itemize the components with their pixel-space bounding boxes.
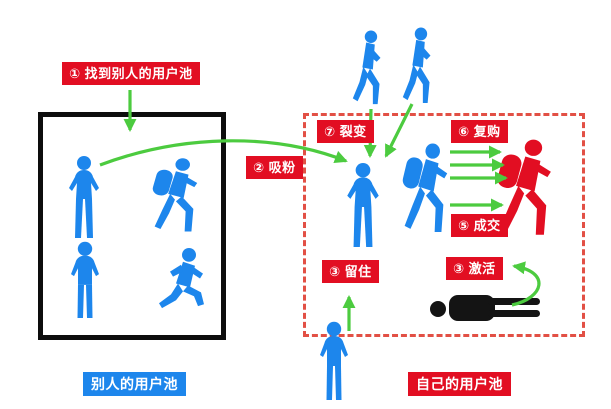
- label-step7-fission: ⑦ 裂变: [317, 120, 374, 143]
- walking-woman-figure: [399, 27, 441, 106]
- standing-woman-figure: [64, 155, 104, 239]
- label-step5-deal: ⑤ 成交: [451, 214, 508, 237]
- standing-man-figure: [66, 241, 104, 319]
- others-user-pool-box: [38, 112, 226, 340]
- runner-figure: [150, 247, 206, 318]
- label-others-pool: 别人的用户池: [83, 372, 186, 396]
- walking-woman-figure: [349, 30, 391, 107]
- label-step1-find-pool: ① 找到别人的用户池: [62, 62, 200, 85]
- entering-man-figure: [315, 321, 353, 401]
- lying-person-figure: [428, 288, 546, 326]
- own-user-pool-box: [303, 113, 585, 337]
- label-own-pool: 自己的用户池: [408, 372, 511, 396]
- new-fan-woman-figure: [342, 162, 384, 248]
- blue-hiker-figure: [394, 142, 454, 235]
- label-step3-activate: ③ 激活: [446, 257, 503, 280]
- label-step3-retain: ③ 留住: [322, 260, 379, 283]
- label-step6-repurchase: ⑥ 复购: [451, 120, 508, 143]
- hiker-figure: [144, 157, 204, 234]
- label-step2-attract-fans: ② 吸粉: [246, 156, 303, 179]
